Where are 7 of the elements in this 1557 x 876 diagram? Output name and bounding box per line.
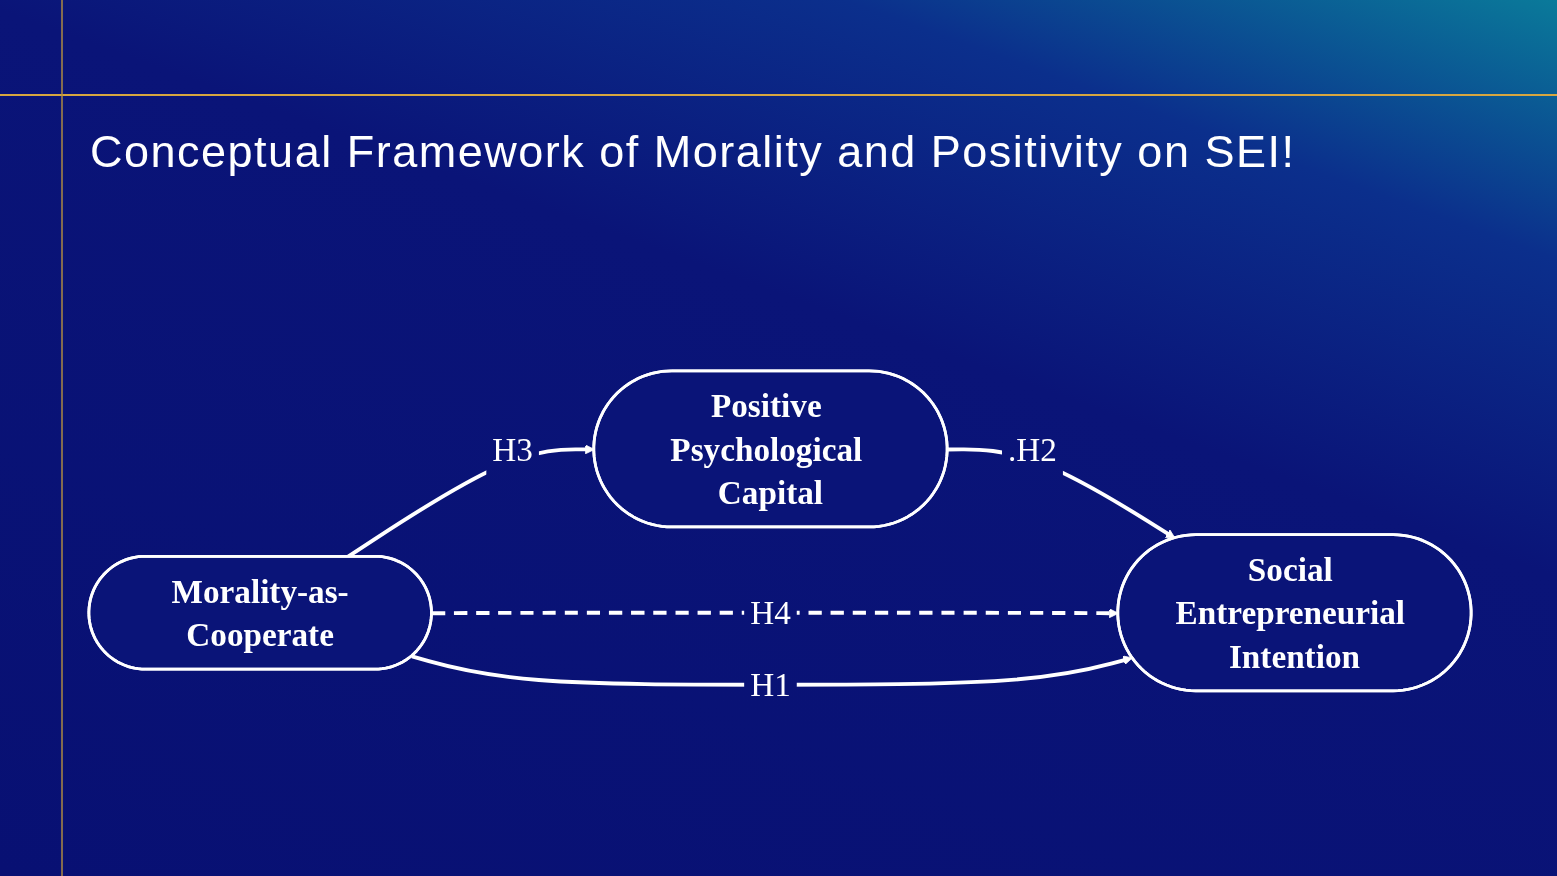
slide-title: Conceptual Framework of Morality and Positivity on SEI! [90,126,1296,178]
edge-label: H3 [492,430,533,467]
arrow [411,654,1133,687]
edge-label: H1 [750,666,791,703]
edge-label: H4 [750,594,791,631]
arrow [947,447,1176,539]
edge-label: .H2 [1008,430,1057,467]
